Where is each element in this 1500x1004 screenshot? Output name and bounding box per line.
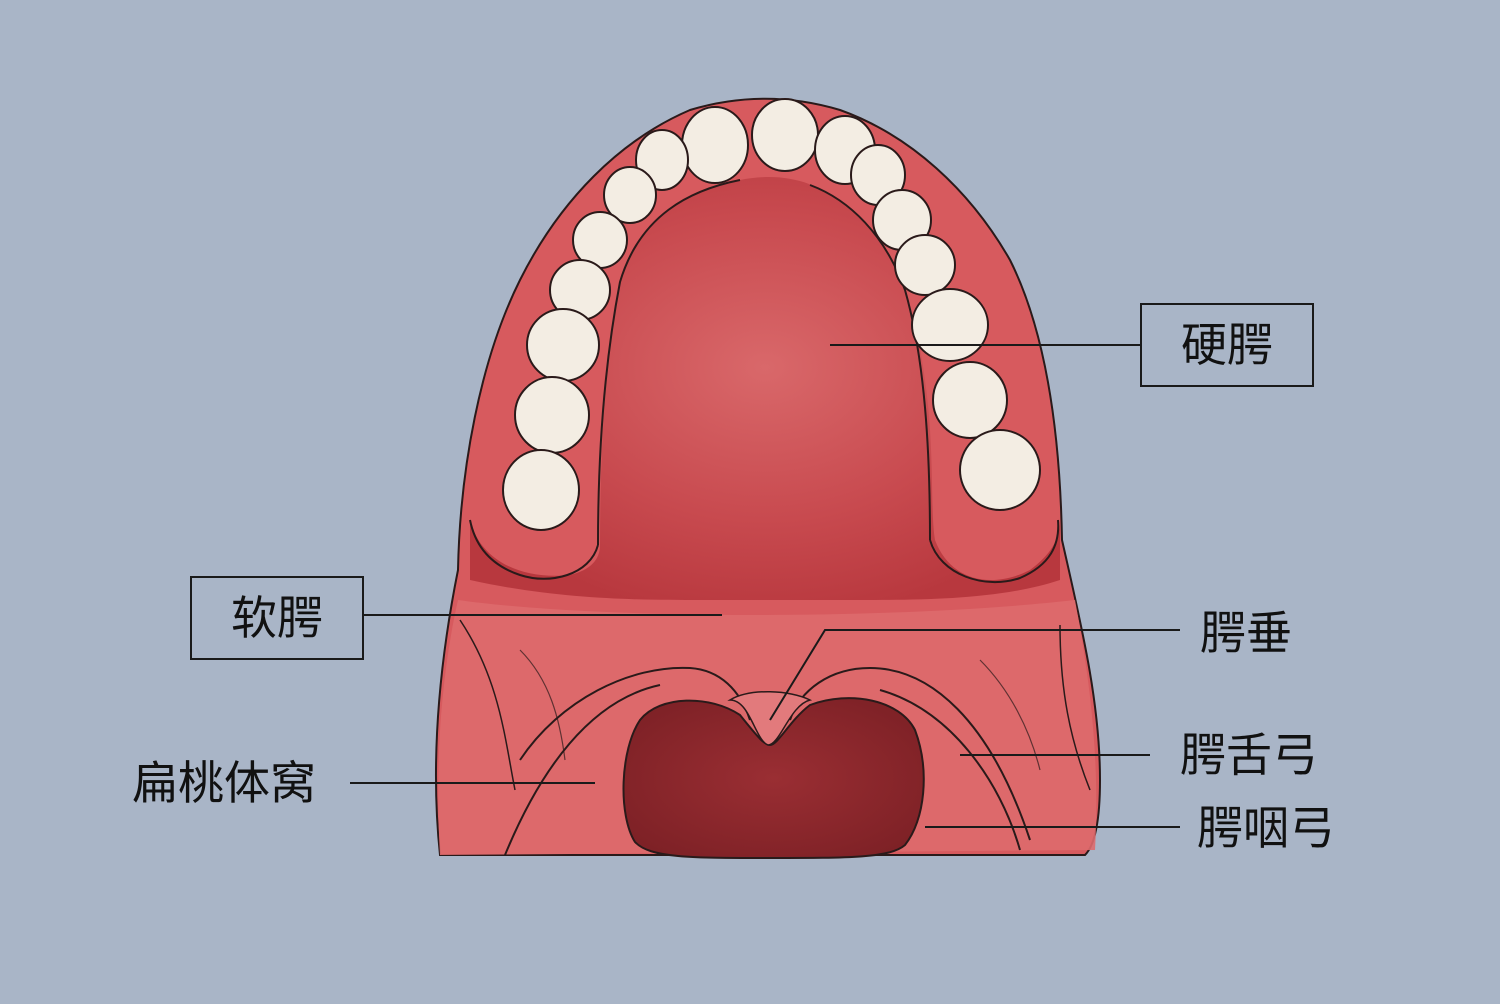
hard-palate-label: 硬腭 [1181,318,1273,372]
hard-palate-label-box: 硬腭 [1140,303,1314,387]
leader-uvula [769,629,1180,721]
palatopharyngeal-arch-right [879,689,1021,851]
tonsillar-fossa-label: 扁桃体窝 [132,756,316,810]
palatoglossal-arch-left [519,666,751,761]
palatopharyngeal-arch-label: 腭咽弓 [1197,801,1335,855]
throat-opening [622,697,925,859]
palatopharyngeal-arch-left [504,684,661,856]
uvula-label: 腭垂 [1200,606,1292,660]
soft-palate-label: 软腭 [231,591,323,645]
teeth [502,98,1041,531]
palatoglossal-arch-right [789,666,1031,841]
hard-palate-vault [470,177,1060,600]
palatoglossal-arch-label: 腭舌弓 [1180,728,1318,782]
soft-palate-label-box: 软腭 [190,576,364,660]
